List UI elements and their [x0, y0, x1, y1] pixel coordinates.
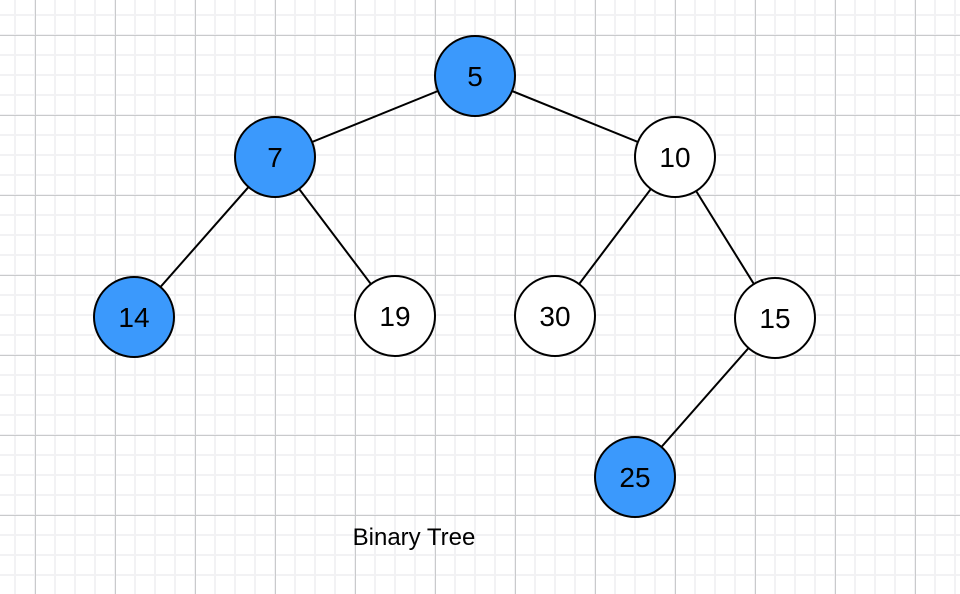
tree-node-15[interactable]: 15	[734, 277, 816, 359]
node-circle-30[interactable]	[514, 275, 596, 357]
node-circle-7[interactable]	[234, 116, 316, 198]
node-circle-14[interactable]	[93, 276, 175, 358]
tree-nodes-layer: 5 7 10 14 19 30 15 25	[93, 35, 816, 518]
node-label-19: 19	[379, 301, 410, 332]
node-circle-5[interactable]	[434, 35, 516, 117]
node-label-30: 30	[539, 301, 570, 332]
node-label-5: 5	[467, 61, 483, 92]
tree-node-25[interactable]: 25	[594, 436, 676, 518]
node-label-14: 14	[118, 302, 149, 333]
tree-node-10[interactable]: 10	[634, 116, 716, 198]
node-label-25: 25	[619, 462, 650, 493]
node-label-15: 15	[759, 303, 790, 334]
tree-node-14[interactable]: 14	[93, 276, 175, 358]
node-label-10: 10	[659, 142, 690, 173]
diagram-caption[interactable]: Binary Tree	[352, 524, 476, 551]
node-circle-15[interactable]	[734, 277, 816, 359]
node-label-7: 7	[267, 142, 283, 173]
node-circle-19[interactable]	[354, 275, 436, 357]
tree-node-30[interactable]: 30	[514, 275, 596, 357]
tree-node-5[interactable]: 5	[434, 35, 516, 117]
node-circle-10[interactable]	[634, 116, 716, 198]
tree-node-19[interactable]: 19	[354, 275, 436, 357]
node-circle-25[interactable]	[594, 436, 676, 518]
tree-node-7[interactable]: 7	[234, 116, 316, 198]
